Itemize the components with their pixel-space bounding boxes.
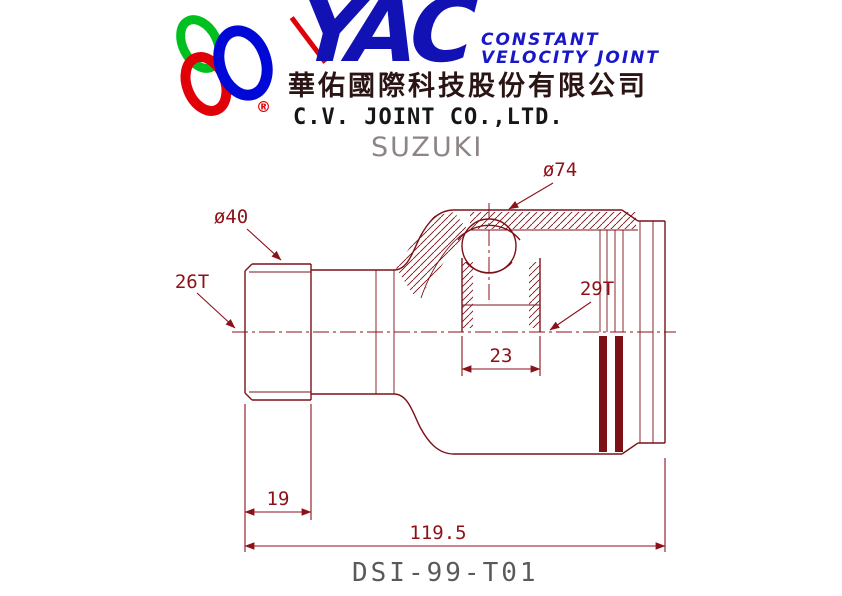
inner-race-track-arc [465, 261, 513, 274]
tagline-line2: VELOCITY JOINT [481, 48, 660, 68]
extension-lines [244, 336, 666, 552]
company-name-chinese: 華佑國際科技股份有限公司 [288, 71, 648, 102]
leader-bell-diameter [508, 182, 554, 210]
hatch-inner-race-left [462, 262, 473, 328]
inner-race-sides [461, 258, 541, 332]
shaft-outline [244, 263, 394, 401]
company-logo [176, 15, 273, 116]
vehicle-make: SUZUKI [371, 132, 484, 163]
dim-label-overall-length: 119.5 [409, 522, 466, 544]
dim-label-spline-shaft: 26T [175, 271, 209, 293]
hatch-inner-race-right [529, 262, 540, 328]
registered-trademark: ® [256, 98, 271, 116]
boot-groove-band [615, 336, 623, 452]
bell-housing-outline [393, 209, 666, 455]
shaft-spline-lines [249, 270, 395, 394]
dim-label-hub-width: 23 [490, 345, 513, 367]
part-number: DSI-99-T01 [352, 558, 539, 588]
dim-label-shaft-diameter: ø40 [214, 206, 248, 228]
bell-housing-inner-lines [420, 221, 654, 443]
leader-spline-shaft [196, 292, 236, 329]
dim-label-bell-diameter: ø74 [543, 159, 577, 181]
dim-label-spline-hub: 29T [580, 278, 614, 300]
hatch-neck-section [396, 212, 468, 296]
dim-label-spline-length: 19 [267, 488, 290, 510]
boot-groove-band [599, 336, 607, 452]
company-name-english: C.V. JOINT CO.,LTD. [293, 105, 564, 130]
hatch-outer-race-wall [470, 212, 636, 229]
tagline-line1: CONSTANT [481, 30, 600, 50]
logo-ring-blue-icon [213, 25, 273, 101]
leader-spline-hub [549, 301, 592, 331]
leader-shaft-diameter [246, 228, 282, 261]
outer-race-track-arc [457, 224, 521, 241]
